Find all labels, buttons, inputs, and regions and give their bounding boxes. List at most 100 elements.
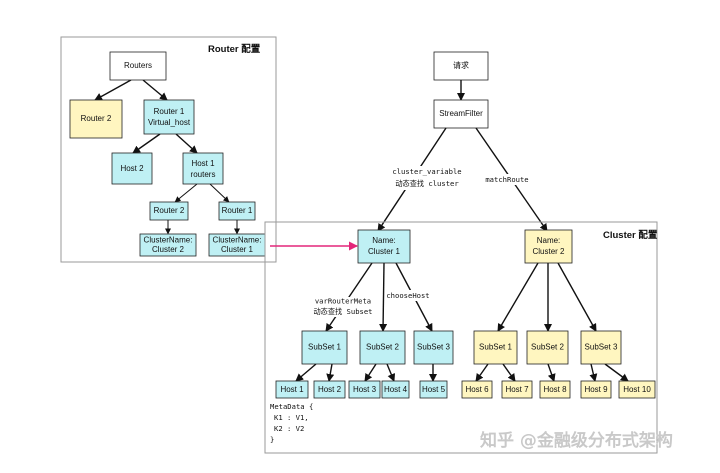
sub-router2-node: Router 2: [149, 201, 189, 221]
router-panel-frame: [60, 36, 277, 263]
svg-text:Host 4: Host 4: [384, 385, 408, 394]
svg-text:ClusterName:: ClusterName:: [213, 236, 262, 245]
svg-text:SubSet 1: SubSet 1: [479, 343, 512, 352]
request-flow: 请求 StreamFilter cluster_variable 动态查找 cl…: [377, 51, 548, 232]
svg-text:Host 6: Host 6: [465, 385, 489, 394]
svg-text:Cluster 2: Cluster 2: [532, 247, 565, 256]
edge-router1-host1: [175, 133, 198, 154]
host-node-7: Host 7: [501, 380, 533, 399]
svg-text:Host 9: Host 9: [584, 385, 608, 394]
svg-text:routers: routers: [191, 170, 216, 179]
cluster1-node: Name: Cluster 1: [357, 229, 411, 264]
edge-host1-router1: [209, 183, 230, 203]
routers-node: Routers: [109, 51, 167, 81]
host-node-2: Host 2: [313, 380, 346, 399]
svg-text:Host 2: Host 2: [318, 385, 342, 394]
svg-text:Cluster 1: Cluster 1: [368, 247, 401, 256]
cluster2-node: Name: Cluster 2: [524, 229, 573, 264]
cluster-panel-frame: [264, 221, 658, 454]
watermark-text: 知乎 @金融级分布式架构: [479, 430, 673, 451]
edge-routers-router1: [142, 79, 168, 101]
svg-text:Routers: Routers: [124, 61, 152, 70]
svg-text:Host 10: Host 10: [623, 385, 651, 394]
svg-text:SubSet 2: SubSet 2: [531, 343, 564, 352]
edge-label-var-router-meta: varRouterMeta: [315, 297, 371, 306]
svg-text:Name:: Name:: [372, 236, 396, 245]
svg-text:SubSet 2: SubSet 2: [366, 343, 399, 352]
svg-text:Host 1: Host 1: [191, 159, 215, 168]
edge-cluster1-subset2: [379, 262, 388, 332]
subset-node-left-2: SubSet 2: [359, 330, 406, 365]
router1-virtualhost-node: Router 1 Virtual_host: [143, 99, 195, 135]
edge-cluster2-subset3: [557, 262, 597, 332]
edge-subset1b-host7: [502, 363, 516, 382]
stream-filter-node: StreamFilter: [433, 99, 489, 129]
cluster-config-panel: Cluster 配置 varRouterMeta 动态查找 Subset cho…: [264, 221, 658, 454]
host-node-5: Host 5: [419, 380, 448, 399]
svg-text:Router 2: Router 2: [81, 114, 112, 123]
router2-node: Router 2: [69, 99, 123, 139]
edge-label-bg: [486, 174, 528, 185]
svg-text:SubSet 3: SubSet 3: [585, 343, 618, 352]
metadata-annotation: MetaData { K1 : V1, K2 : V2 }: [270, 402, 313, 444]
router-panel-title: Router 配置: [208, 43, 261, 55]
svg-text:Host 5: Host 5: [422, 385, 446, 394]
clustername-cluster1-node: ClusterName: Cluster 1: [208, 233, 266, 257]
request-node: 请求: [433, 51, 489, 81]
svg-text:Host 3: Host 3: [353, 385, 377, 394]
edge-host1-router2: [174, 183, 198, 203]
clustername-cluster2-node: ClusterName: Cluster 2: [139, 233, 197, 257]
svg-text:Host 8: Host 8: [543, 385, 567, 394]
svg-text:Router 2: Router 2: [154, 206, 185, 215]
edge-label-dynamic-subset: 动态查找 Subset: [313, 307, 372, 316]
svg-text:MetaData {: MetaData {: [270, 402, 313, 411]
svg-text:Host 1: Host 1: [280, 385, 304, 394]
host2-node: Host 2: [111, 152, 153, 185]
edge-label-bg: [387, 290, 429, 301]
host-node-1: Host 1: [275, 380, 309, 399]
edge-routers-router2: [94, 79, 132, 101]
edge-subset1b-host6: [475, 363, 489, 382]
host-node-9: Host 9: [580, 380, 612, 399]
svg-text:StreamFilter: StreamFilter: [439, 109, 483, 118]
edge-subset2-host4: [386, 363, 396, 382]
svg-text:Host 2: Host 2: [120, 164, 144, 173]
host-node-3: Host 3: [348, 380, 381, 399]
edge-subset2-host3: [364, 363, 377, 382]
edge-label-bg: [392, 166, 462, 190]
svg-text:}: }: [270, 435, 274, 444]
svg-text:Virtual_host: Virtual_host: [148, 118, 191, 127]
cluster-panel-title: Cluster 配置: [603, 229, 658, 241]
subset-node-right-3: SubSet 3: [580, 330, 622, 365]
edge-label-dynamic-cluster: 动态查找 cluster: [395, 179, 459, 188]
svg-text:SubSet 1: SubSet 1: [308, 343, 341, 352]
host-node-8: Host 8: [539, 380, 571, 399]
router-config-panel: Router 配置 Routers Router 2 Router 1 Virt…: [60, 36, 277, 263]
svg-text:Router 1: Router 1: [222, 206, 253, 215]
host1-routers-node: Host 1 routers: [182, 152, 224, 185]
svg-text:Router 1: Router 1: [154, 107, 185, 116]
edge-label-cluster-variable: cluster_variable: [392, 167, 461, 176]
sub-router1-node: Router 1: [218, 201, 256, 221]
subset-node-right-1: SubSet 1: [473, 330, 518, 365]
host-node-6: Host 6: [461, 380, 493, 399]
edge-subset1-host1: [295, 363, 317, 382]
subset-node-left-3: SubSet 3: [413, 330, 454, 365]
svg-text:Host 7: Host 7: [505, 385, 529, 394]
subset-node-right-2: SubSet 2: [526, 330, 569, 365]
edge-cluster2-subset1: [497, 262, 539, 332]
svg-text:K2 : V2: K2 : V2: [274, 424, 304, 433]
edge-label-match-route: matchRoute: [485, 175, 528, 184]
host-node-10: Host 10: [618, 380, 656, 399]
edge-subset2b-host8: [547, 363, 556, 382]
svg-text:SubSet 3: SubSet 3: [417, 343, 450, 352]
edge-label-bg: [312, 297, 374, 317]
svg-text:Name:: Name:: [537, 236, 561, 245]
svg-text:Cluster 1: Cluster 1: [221, 245, 254, 254]
svg-text:Cluster 2: Cluster 2: [152, 245, 185, 254]
subset-node-left-1: SubSet 1: [301, 330, 348, 365]
svg-text:K1 : V1,: K1 : V1,: [274, 413, 309, 422]
svg-text:请求: 请求: [453, 60, 469, 70]
edge-subset1-host2: [326, 363, 335, 382]
edge-subset3b-host10: [604, 363, 629, 382]
